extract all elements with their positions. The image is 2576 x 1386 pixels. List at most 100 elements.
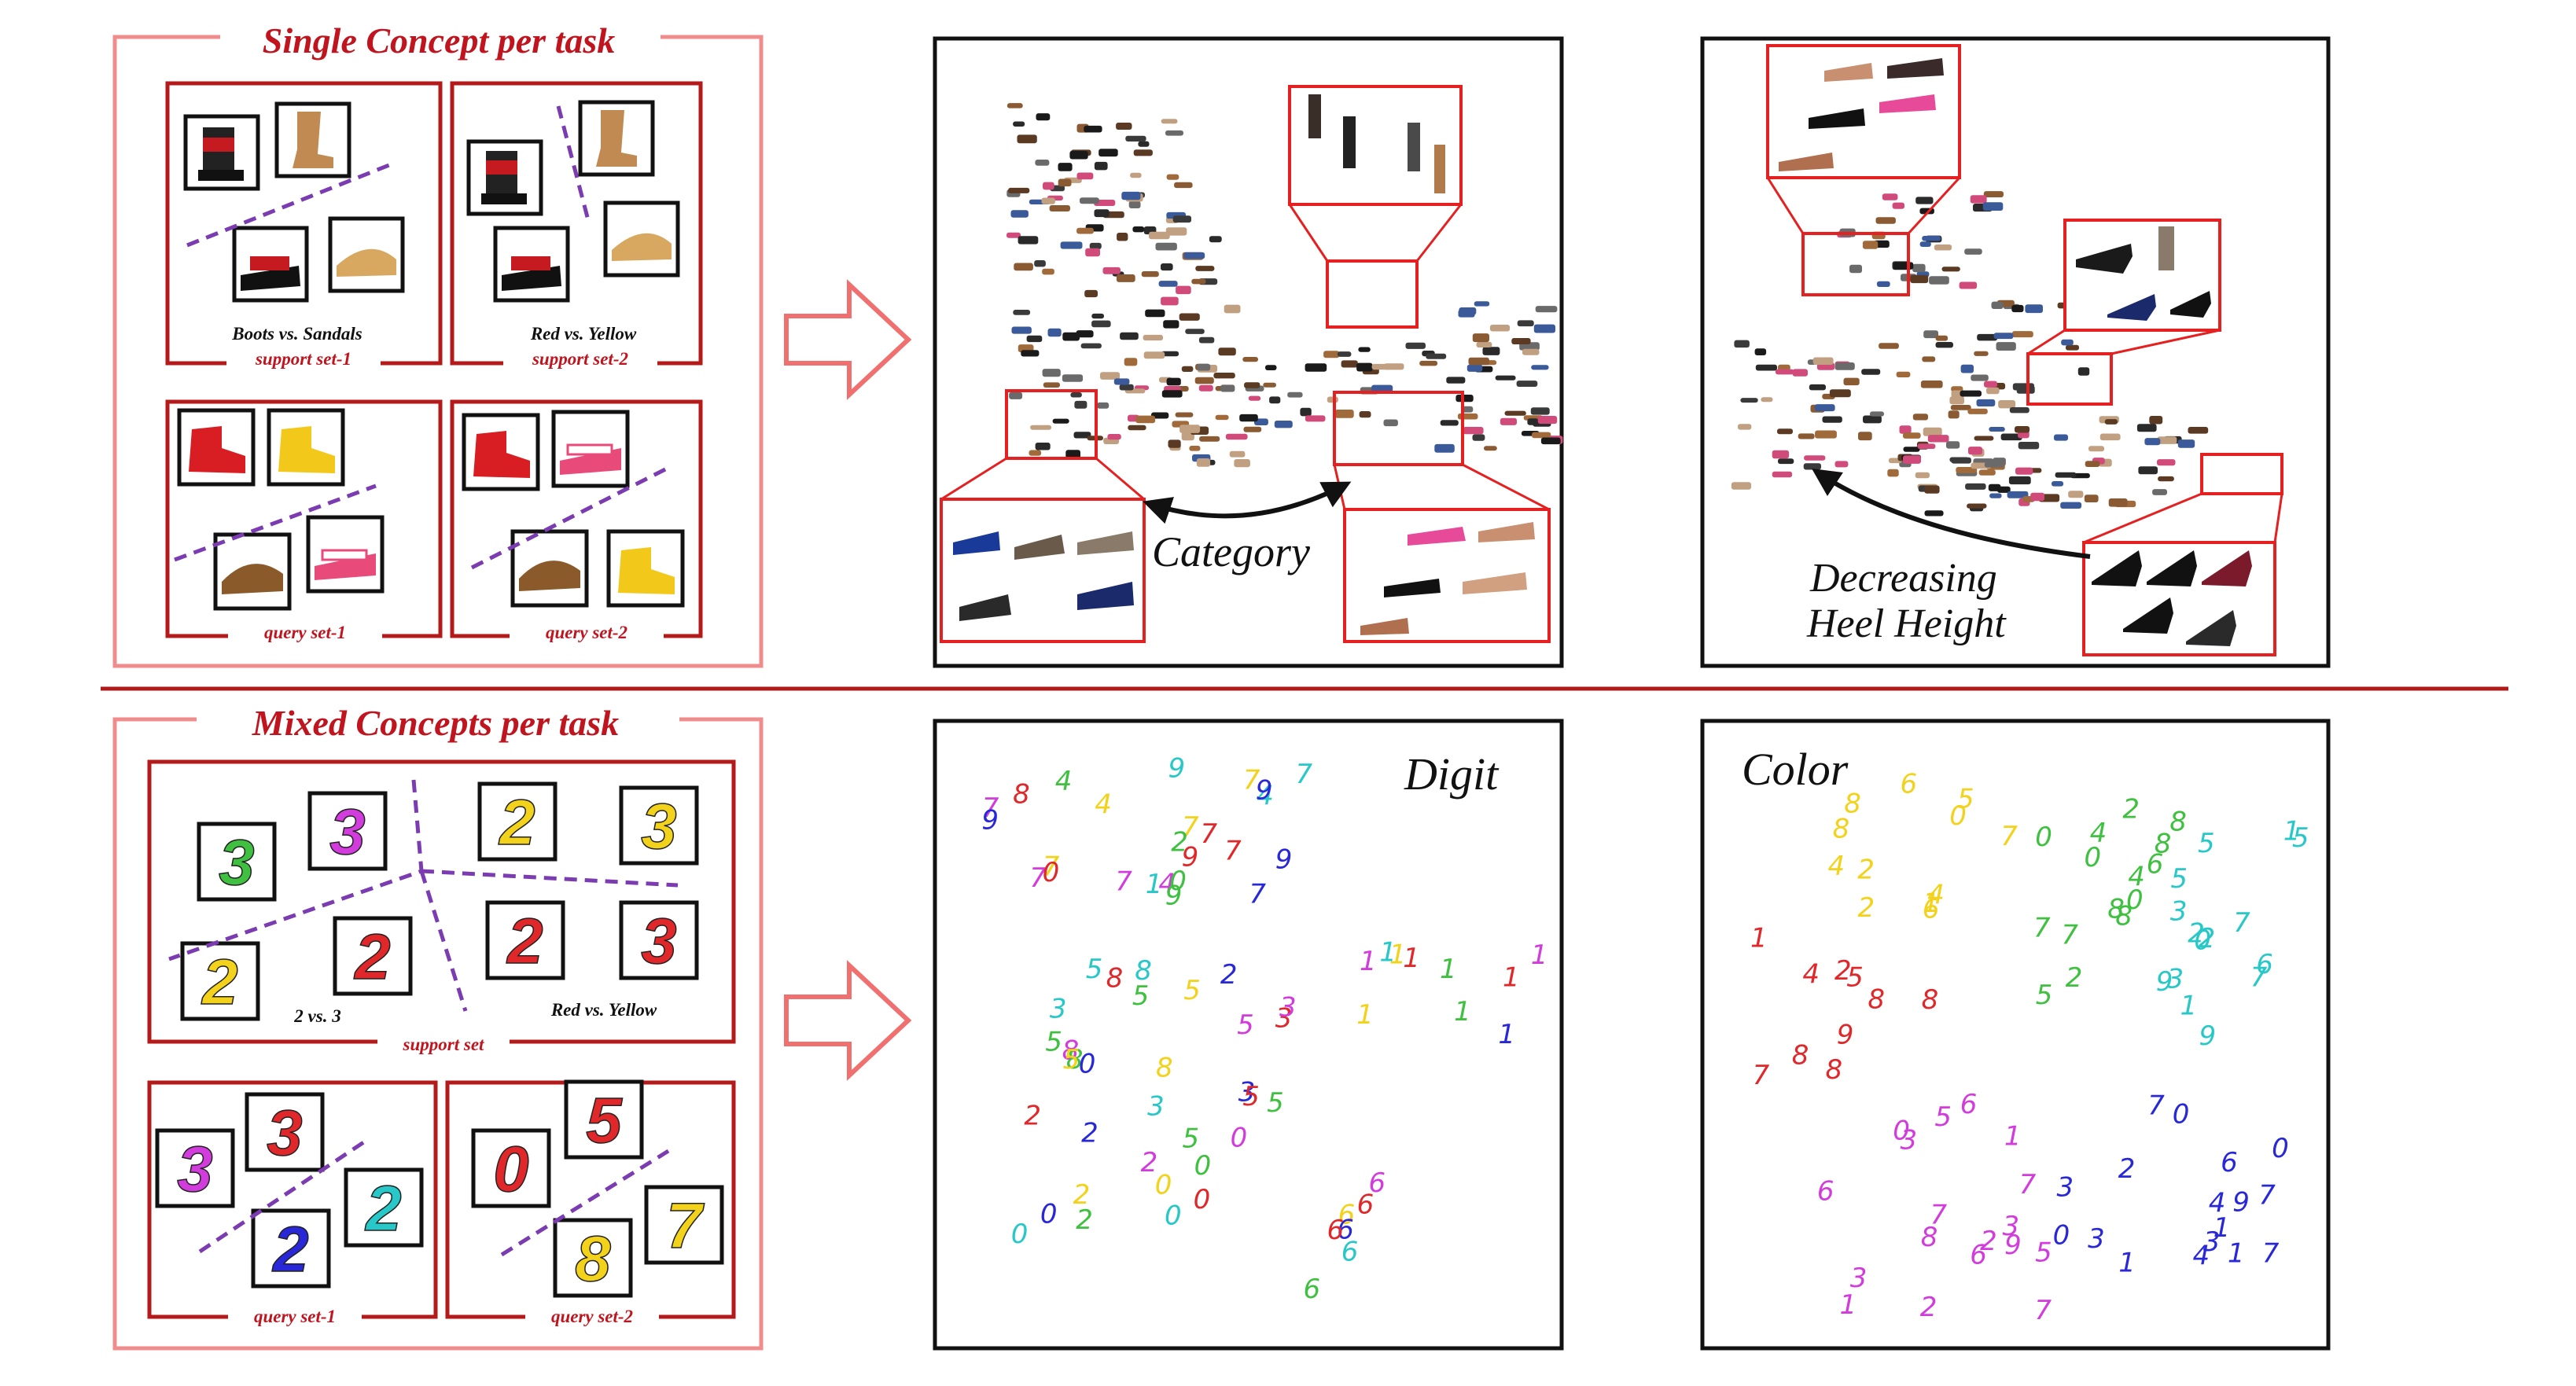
shoe-mark	[1734, 340, 1750, 348]
shoe-mark	[2108, 498, 2128, 507]
digit-point: 1	[1379, 936, 1397, 968]
shoe-mark	[1468, 357, 1489, 366]
digit-point: 4	[1055, 766, 1073, 797]
shoe-mark	[1194, 377, 1214, 384]
digit-glyph: 7	[666, 1190, 705, 1262]
decision-boundary	[500, 1149, 670, 1257]
zoom-region	[1326, 259, 1419, 329]
shoe-mark	[1198, 384, 1213, 392]
digit-point: 7	[2250, 962, 2268, 994]
shoe-mark	[1517, 320, 1534, 327]
shoe-mark	[1043, 382, 1060, 388]
shoe-mark	[1922, 356, 1936, 362]
shoe-mark	[1910, 274, 1929, 284]
digit-point: 1	[1454, 996, 1471, 1028]
zoom-region	[2200, 453, 2283, 495]
digit-point: 4	[2209, 1187, 2226, 1219]
shoe-mark	[1151, 412, 1169, 419]
digit-point: 1	[1403, 943, 1420, 974]
heel-annotation-line1: Decreasing	[1809, 556, 1997, 601]
shoe-mark	[1941, 267, 1960, 272]
shoe-mark	[1116, 123, 1132, 130]
shoe-mark	[1135, 415, 1156, 424]
support-set-label: support set	[403, 1035, 484, 1054]
shoe-mark	[1472, 333, 1489, 343]
decision-boundary	[421, 869, 679, 888]
shoe-thumb	[183, 114, 260, 191]
shoe-mark	[1815, 430, 1837, 439]
digit-point: 9	[2199, 1020, 2217, 1052]
digit-point: 1	[2118, 1248, 2136, 1279]
shoe-mark	[1761, 397, 1773, 403]
digit-point: 2	[1073, 1179, 1091, 1211]
digit-point: 6	[1970, 1239, 1987, 1270]
shoe-mark	[1128, 200, 1141, 208]
shoe-thumb	[274, 101, 351, 178]
shoe-mark	[1107, 434, 1121, 440]
shoe-mark	[2009, 407, 2030, 414]
digit-point: 6	[2256, 949, 2273, 980]
shoe-mark	[1950, 405, 1971, 410]
shoe-mark	[1013, 121, 1025, 127]
digit-point: 0	[2173, 1098, 2190, 1130]
digit-point: 8	[1013, 779, 1030, 811]
shoe-thumb	[232, 226, 309, 303]
shoe-mark	[1426, 353, 1447, 359]
digit-point: 4	[2193, 1240, 2210, 1271]
shoe-mark	[1010, 210, 1029, 218]
single-concept-title: Single Concept per task	[263, 20, 616, 61]
shoe-mark	[2077, 367, 2090, 376]
support-caption-left: 2 vs. 3	[293, 1006, 340, 1026]
digit-point: 6	[1357, 1189, 1374, 1220]
digit-point: 9	[1256, 774, 1273, 806]
digit-point: 1	[1503, 961, 1520, 993]
digit-point: 6	[2147, 849, 2164, 880]
shoe-mark	[1091, 320, 1111, 328]
digit-point: 8	[2169, 807, 2187, 838]
shoe-mark	[1919, 241, 1931, 247]
shoe-mark	[1356, 362, 1373, 372]
shoe-mark	[1882, 193, 1898, 200]
shoe-mark	[1986, 387, 2000, 395]
digit-point: 1	[2283, 815, 2301, 847]
decision-boundary	[174, 483, 377, 562]
digit-point: 7	[2233, 907, 2250, 939]
shoe-mark	[2099, 433, 2121, 441]
shoe-thumb	[213, 532, 292, 611]
shoe-mark	[1042, 268, 1054, 275]
shoe-mark	[1960, 390, 1982, 397]
zoom-region	[1801, 232, 1910, 296]
shoe-thumb	[267, 408, 345, 487]
shoe-mark	[2030, 492, 2044, 502]
shoe-mark	[1893, 262, 1914, 270]
shoe-mark	[2000, 433, 2022, 441]
shoe-mark	[2015, 426, 2030, 433]
shoe-mark	[1097, 402, 1110, 409]
shoe-mark	[1121, 191, 1141, 200]
digit-point: 7	[1249, 879, 1266, 910]
shoe-mark	[1074, 400, 1087, 409]
digit-point: 9	[1168, 752, 1186, 784]
shoe-mark	[1971, 374, 1989, 381]
digit-point: 0	[2085, 842, 2102, 873]
shoe-mark	[1829, 389, 1851, 398]
shoe-mark	[1166, 174, 1179, 180]
shoe-mark	[2084, 494, 2099, 502]
shoe-mark	[2055, 472, 2077, 478]
shoe-mark	[1161, 119, 1178, 124]
shoe-mark	[1927, 435, 1949, 443]
shoe-mark	[1143, 334, 1163, 341]
digit-point: 3	[2088, 1223, 2105, 1255]
shoe-mark	[1929, 276, 1949, 285]
digit-point: 2	[1024, 1101, 1041, 1132]
shoe-mark	[1858, 432, 1872, 441]
decision-boundary	[419, 870, 468, 1012]
digit-glyph: 3	[329, 796, 365, 868]
digit-point: 5	[1934, 1101, 1952, 1133]
digit-thumb	[564, 1079, 644, 1160]
shoe-mark	[1976, 399, 1996, 406]
shoe-mark	[1161, 351, 1179, 357]
shoe-mark	[1174, 182, 1193, 189]
single-concept-panel: Single Concept per task Boots vs. Sandal…	[112, 16, 764, 668]
